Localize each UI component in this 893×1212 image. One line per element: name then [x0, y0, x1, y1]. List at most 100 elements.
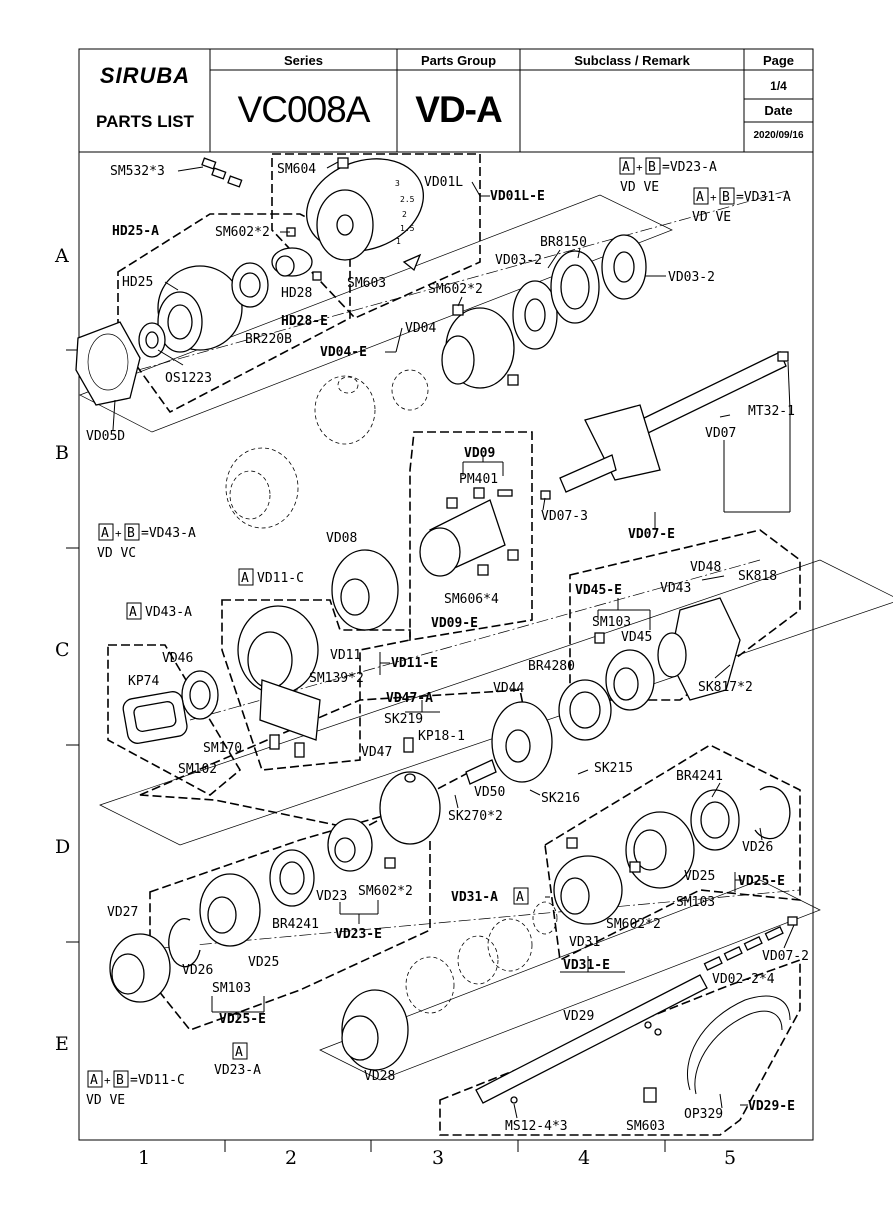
part-vd28-pulley [341, 989, 409, 1071]
label-sm602-2-d: SM602*2 [606, 917, 661, 932]
part-vd45-rod [594, 632, 655, 711]
tag-vd11-c-letter: A [241, 571, 249, 586]
group-vd45-e [569, 529, 801, 701]
label-vd05d: VD05D [86, 429, 125, 444]
label-sm103-a: SM103 [592, 615, 631, 630]
label-vd28: VD28 [364, 1069, 395, 1084]
label-os1223: OS1223 [165, 371, 212, 386]
part-op329-wick [686, 995, 791, 1095]
part-vd11-bracket [237, 605, 321, 758]
label-hd28: HD28 [281, 286, 312, 301]
combo-vd11-b: B [116, 1073, 124, 1088]
part-vd02-pins [703, 916, 798, 971]
tag-vd43-a-label: VD43-A [145, 605, 192, 620]
part-vd03-br8150-stack [512, 234, 647, 350]
label-br220b: BR220B [245, 332, 292, 347]
zone-row-e: E [55, 1033, 69, 1055]
part-vd29-shaft [475, 974, 708, 1104]
label-vd26-a: VD26 [742, 840, 773, 855]
label-sm103-b: SM103 [676, 895, 715, 910]
zone-row-d: D [55, 836, 70, 858]
part-os1223-seal [138, 322, 166, 358]
label-vd01l: VD01L [424, 175, 463, 190]
combo-vd23-result: =VD23-A [662, 160, 717, 175]
part-vd25-upper [625, 811, 695, 889]
zone-col-1: 1 [138, 1147, 150, 1169]
label-vd25-e-a: VD25-E [738, 874, 785, 889]
group-vd09-e [409, 431, 533, 641]
combo-vd43-result: =VD43-A [141, 526, 196, 541]
part-br4241-upper [690, 789, 740, 851]
label-vd23-e: VD23-E [335, 927, 382, 942]
label-sm604: SM604 [277, 162, 316, 177]
dial-mark-2: 2.5 [400, 195, 415, 204]
label-mt32-1: MT32-1 [748, 404, 795, 419]
label-vd29: VD29 [563, 1009, 594, 1024]
part-vd07-3 [540, 490, 551, 500]
combo-vd43-a: A [101, 526, 109, 541]
tag-vd11-c: A VD11-C [238, 568, 304, 586]
combo-vd43-b: B [127, 526, 135, 541]
part-mt32-1 [777, 351, 789, 362]
label-vd48: VD48 [690, 560, 721, 575]
label-vd07: VD07 [705, 426, 736, 441]
label-vd09-e: VD09-E [431, 616, 478, 631]
tag-vd23-a: A VD23-A [214, 1042, 261, 1078]
tag-vd31-a-letter: A [516, 890, 524, 905]
group-vd11-c [221, 599, 411, 771]
label-vd29-e: VD29-E [748, 1099, 795, 1114]
svg-text:+: + [710, 191, 717, 204]
label-sm602-2-c: SM602*2 [358, 884, 413, 899]
part-vd07-2 [787, 916, 798, 926]
combo-vd31: A + B =VD31-A VD VE [692, 187, 791, 225]
zone-col-5: 5 [724, 1147, 736, 1169]
part-vd09-eccentric-block [419, 487, 519, 577]
label-vd07-3: VD07-3 [541, 509, 588, 524]
page-frame [78, 48, 814, 1141]
label-br4241-b: BR4241 [272, 917, 319, 932]
series-label: Series [283, 52, 324, 68]
combo-vd11-result: =VD11-C [130, 1073, 185, 1088]
part-vd43-flange [657, 597, 741, 701]
label-vd08: VD08 [326, 531, 357, 546]
page-label: Page [762, 52, 795, 68]
dial-mark-3: 2 [402, 210, 407, 219]
label-hd25: HD25 [122, 275, 153, 290]
brand-logo: SIRUBA [99, 63, 191, 88]
zone-row-a: A [54, 245, 69, 267]
tag-vd11-c-label: VD11-C [257, 571, 304, 586]
zone-ruler: A B C D E 1 2 3 4 5 [54, 245, 736, 1169]
part-vd47-crank [379, 737, 441, 845]
label-vd11-e: VD11-E [391, 656, 438, 671]
label-sm532: SM532*3 [110, 164, 165, 179]
label-vd11: VD11 [330, 648, 361, 663]
label-sm103-c: SM103 [212, 981, 251, 996]
combo-vd11-codes: VD VE [86, 1093, 125, 1108]
part-vd27-pulley [109, 933, 171, 1003]
group-vd01l-e [271, 153, 481, 319]
label-vd43: VD43 [660, 581, 691, 596]
dial-mark-1: 3 [395, 179, 400, 188]
label-op329: OP329 [684, 1107, 723, 1122]
parts-group-label: Parts Group [420, 52, 497, 68]
label-kp18-1: KP18-1 [418, 729, 465, 744]
part-kp74-plate [122, 691, 188, 744]
zone-col-3: 3 [432, 1147, 444, 1169]
dial-mark-4: 1.5 [400, 224, 415, 233]
part-sm604 [337, 157, 349, 169]
label-sk817-2: SK817*2 [698, 680, 753, 695]
label-vd44: VD44 [493, 681, 524, 696]
combo-vd31-result: =VD31-A [736, 190, 791, 205]
label-sm139-2: SM139*2 [309, 671, 364, 686]
part-br220b-bearing [231, 262, 269, 308]
label-sm170: SM170 [203, 741, 242, 756]
label-sk270-2: SK270*2 [448, 809, 503, 824]
label-sm606-4: SM606*4 [444, 592, 499, 607]
part-vd23-collar [327, 818, 396, 872]
label-vd25-a: VD25 [684, 869, 715, 884]
combo-vd23-a: A [622, 160, 630, 175]
date-value: 2020/09/16 [753, 129, 804, 141]
label-vd07-2: VD07-2 [762, 949, 809, 964]
tag-vd31-a: VD31-A A [451, 887, 529, 905]
